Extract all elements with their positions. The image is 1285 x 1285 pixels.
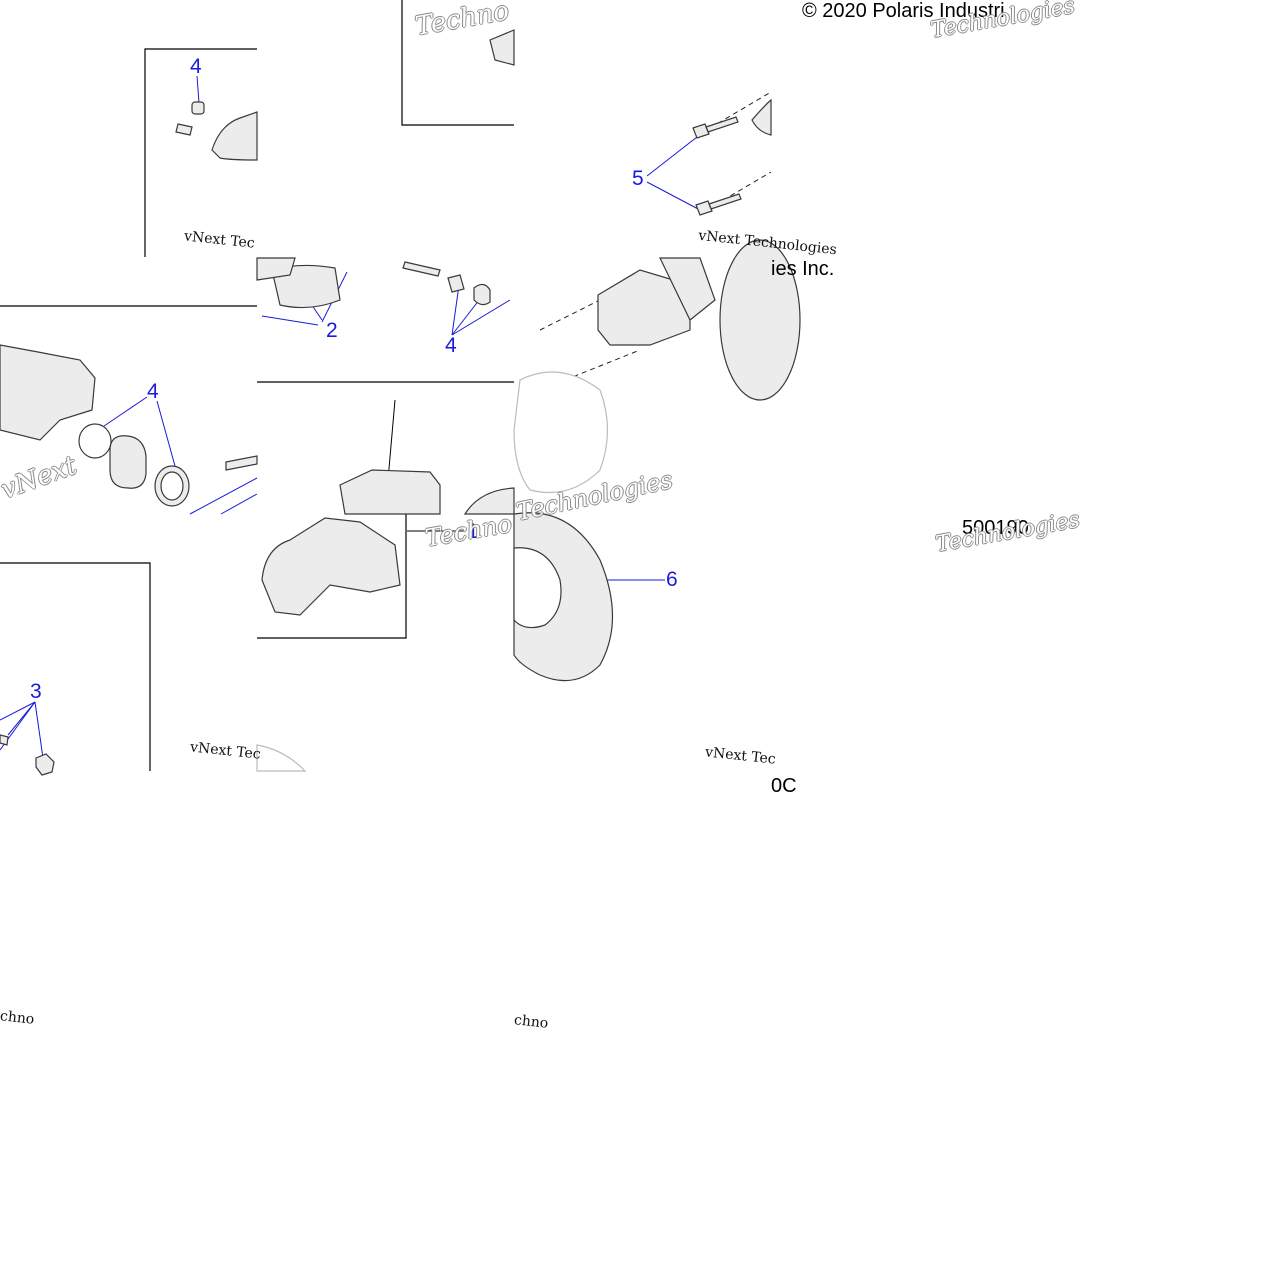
callout-4-top: 4 — [190, 55, 202, 78]
callout-3: 3 — [30, 680, 42, 703]
inset-frame-top — [401, 0, 514, 126]
caliper-housing — [0, 344, 96, 441]
caliper-fragment-top — [489, 29, 515, 66]
bolt-lower — [695, 193, 742, 216]
bracket-fragment — [211, 111, 258, 161]
copyright-text: © 2020 Polaris Industri — [802, 0, 1005, 22]
inset-frame-bottomleft — [0, 562, 151, 771]
parts — [0, 29, 801, 776]
caliper-mount-bracket — [261, 517, 401, 616]
caliper-bolt — [225, 455, 258, 471]
inset-frame-topleft — [144, 48, 257, 257]
spring-pin — [447, 274, 465, 293]
nut-small — [191, 101, 205, 115]
callout-5: 5 — [632, 167, 644, 190]
copyright-text-tail: ies Inc. — [771, 258, 835, 280]
rotor-edge — [719, 239, 801, 401]
boot — [473, 283, 491, 306]
pin-small — [175, 123, 193, 136]
figure-number: 500190 — [962, 517, 1029, 539]
piston — [109, 435, 147, 489]
callout-6: 6 — [666, 568, 678, 591]
knuckle-ghost — [513, 371, 609, 494]
inset-frames — [0, 0, 514, 771]
watermark-chno-2: chno — [513, 1012, 550, 1032]
hub-fragment — [751, 98, 772, 136]
piston-seal-inner — [160, 471, 184, 501]
inset-frame-center — [257, 514, 407, 639]
callout-1: 1 — [467, 520, 479, 543]
rotor-hub-opening — [513, 547, 562, 629]
callout-2: 2 — [326, 319, 338, 342]
reference-lines — [387, 399, 465, 532]
rotor-fragment-mid — [463, 487, 515, 515]
o-ring — [78, 423, 112, 459]
figure-number-tail: 0C — [771, 775, 797, 797]
guide-pin — [402, 261, 441, 277]
callout-4-middle: 4 — [445, 334, 457, 357]
callout-4-left: 4 — [147, 380, 159, 403]
bolt-upper — [692, 116, 739, 139]
watermark-chno-1: chno — [0, 1008, 36, 1028]
caliper-assembly — [339, 469, 441, 515]
caliper-nut — [35, 753, 55, 776]
rotor-ghost — [256, 744, 307, 772]
caliper-washer — [0, 734, 9, 746]
caliper-body — [597, 269, 691, 346]
brake-pad-back — [256, 257, 296, 281]
caliper-bracket — [659, 257, 716, 321]
